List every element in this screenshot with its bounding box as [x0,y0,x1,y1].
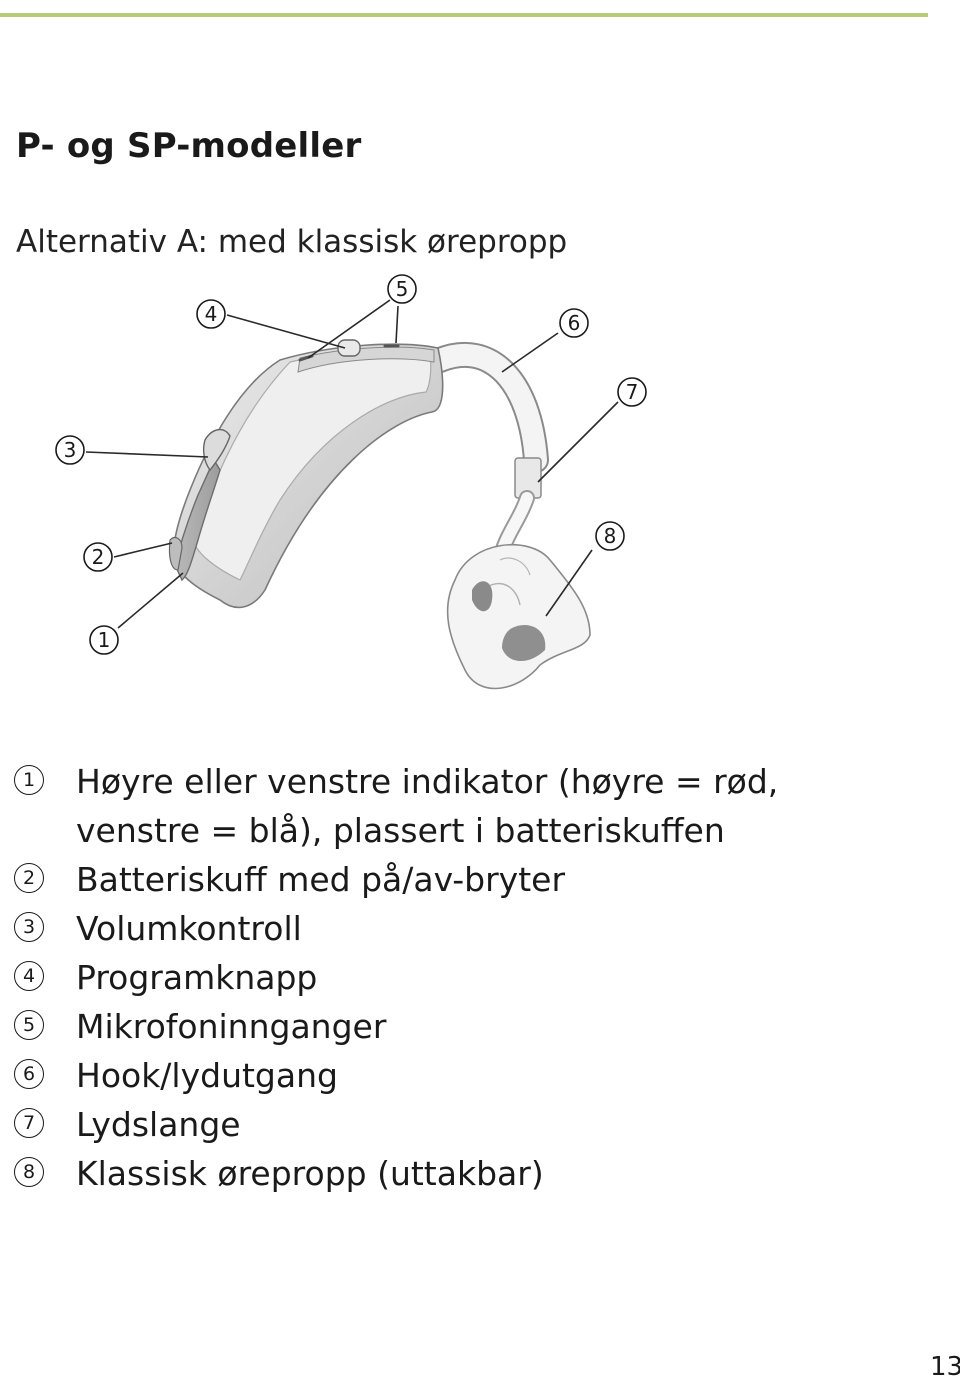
svg-text:4: 4 [205,302,218,326]
svg-text:6: 6 [568,311,581,335]
svg-text:5: 5 [396,277,409,301]
legend-number-badge: 8 [14,1157,44,1187]
svg-text:7: 7 [626,380,639,404]
legend-number-badge: 4 [14,961,44,991]
legend-number-badge: 2 [14,863,44,893]
legend-text: Programknapp [76,958,318,997]
page-heading: P- og SP-modeller [16,126,362,166]
callout-7: 7 [617,377,647,407]
hearing-aid-illustration: 1 2 3 4 5 6 7 8 [55,274,647,690]
earmold [446,543,591,690]
legend-number-badge: 3 [14,912,44,942]
top-accent-rule [0,13,928,17]
hearing-aid-body [168,339,444,609]
callout-1: 1 [89,625,119,655]
svg-text:8: 8 [604,524,617,548]
hook-tube [427,342,549,568]
legend-text: Lydslange [76,1105,241,1144]
callout-5: 5 [387,274,417,304]
legend-number-badge: 7 [14,1108,44,1138]
legend-text: Batteriskuff med på/av-bryter [76,860,566,899]
svg-text:1: 1 [98,628,111,652]
legend-text: Klassisk ørepropp (uttakbar) [76,1154,544,1193]
callout-3: 3 [55,435,85,465]
svg-text:2: 2 [92,545,105,569]
callout-2: 2 [83,542,113,572]
legend-item: 2 Batteriskuff med på/av-bryter [14,855,914,904]
legend-text: Volumkontroll [76,909,302,948]
legend-item: 5 Mikrofoninnganger [14,1002,914,1051]
callout-4: 4 [196,299,226,329]
page-number: 13 [930,1352,960,1382]
legend-item: 8 Klassisk ørepropp (uttakbar) [14,1149,914,1198]
legend-text: Mikrofoninnganger [76,1007,387,1046]
svg-text:3: 3 [64,438,77,462]
legend-text: Høyre eller venstre indikator (høyre = r… [76,762,779,850]
legend-item: 7 Lydslange [14,1100,914,1149]
page-subheading: Alternativ A: med klassisk ørepropp [16,224,568,260]
legend-item: 1 Høyre eller venstre indikator (høyre =… [14,757,914,855]
callout-lines [85,299,619,629]
legend-item: 4 Programknapp [14,953,914,1002]
parts-legend: 1 Høyre eller venstre indikator (høyre =… [14,757,914,1198]
callout-8: 8 [595,521,625,551]
legend-item: 3 Volumkontroll [14,904,914,953]
legend-item: 6 Hook/lydutgang [14,1051,914,1100]
legend-number-badge: 5 [14,1010,44,1040]
legend-number-badge: 1 [14,765,44,795]
legend-text: Hook/lydutgang [76,1056,338,1095]
legend-number-badge: 6 [14,1059,44,1089]
callout-6: 6 [559,308,589,338]
